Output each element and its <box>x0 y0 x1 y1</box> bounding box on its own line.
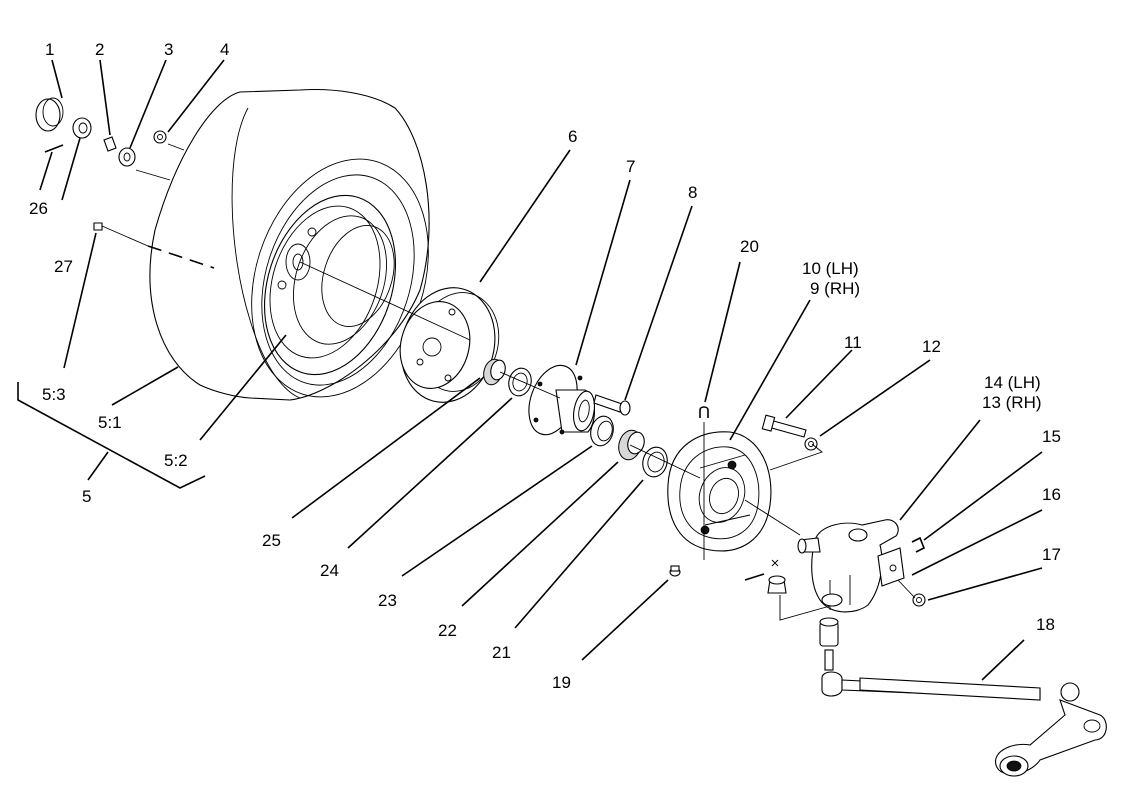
grease-seal-21 <box>642 446 668 478</box>
callout-10-lh: 10 (LH) <box>802 259 859 278</box>
callout-23: 23 <box>378 591 397 610</box>
callout-22: 22 <box>438 621 457 640</box>
callout-5-3: 5:3 <box>42 385 66 404</box>
callout-19: 19 <box>552 673 571 692</box>
callout-4: 4 <box>220 40 229 59</box>
callout-17: 17 <box>1042 545 1061 564</box>
nut-12 <box>804 437 818 451</box>
nut-2 <box>103 136 117 152</box>
castle-nut <box>767 575 787 594</box>
callout-21: 21 <box>492 643 511 662</box>
tie-rod-bolt <box>824 649 834 671</box>
callout-25: 25 <box>262 531 281 550</box>
wheel-rim <box>263 194 397 376</box>
brake-backing-plate <box>667 431 772 552</box>
washer-3 <box>118 147 136 167</box>
callout-11: 11 <box>844 333 862 352</box>
bracket-16 <box>877 547 905 587</box>
bearing-cup-24 <box>508 367 532 397</box>
bushing <box>819 617 839 647</box>
assembly-axis-lines <box>135 143 916 621</box>
nut-17 <box>912 593 926 607</box>
callout-5: 5 <box>82 487 91 506</box>
brake-drum <box>399 287 500 403</box>
clip-20 <box>699 406 709 560</box>
lug-nut-4 <box>153 130 167 144</box>
cotter-pin <box>744 559 779 581</box>
leader-lines <box>17 59 1043 681</box>
bearing-cup-23 <box>590 415 614 447</box>
clip-15 <box>911 536 926 553</box>
callout-1: 1 <box>45 40 54 59</box>
stud-bolt <box>593 394 631 416</box>
callout-16: 16 <box>1042 485 1061 504</box>
callout-labels: 1 2 3 4 26 27 5:3 5:1 5:2 5 6 7 8 20 10 … <box>29 40 1061 692</box>
callout-20: 20 <box>740 237 759 256</box>
callout-2: 2 <box>95 40 104 59</box>
callout-18: 18 <box>1036 615 1055 634</box>
castle-nut-27 <box>72 117 92 139</box>
tie-rod <box>821 671 1080 702</box>
callout-5-2: 5:2 <box>164 451 188 470</box>
hub-cap-1 <box>35 97 64 132</box>
callout-3: 3 <box>164 40 173 59</box>
callout-9-rh: 9 (RH) <box>810 279 860 298</box>
callout-8: 8 <box>688 183 697 202</box>
steering-arm <box>995 699 1107 777</box>
grease-fitting-19 <box>669 565 681 577</box>
bolt-11 <box>761 414 807 438</box>
callout-5-1: 5:1 <box>98 413 122 432</box>
roller-bearing-25 <box>483 358 506 386</box>
valve-stem-5-3 <box>93 222 149 247</box>
callout-15: 15 <box>1042 427 1061 446</box>
callout-26: 26 <box>29 199 48 218</box>
cotter-pin-26 <box>44 144 64 153</box>
callout-14-lh: 14 (LH) <box>984 373 1041 392</box>
spindle <box>797 519 899 613</box>
callout-7: 7 <box>626 157 635 176</box>
callout-27: 27 <box>54 257 73 276</box>
callout-6: 6 <box>568 127 577 146</box>
wheel-hub <box>528 364 595 436</box>
callout-13-rh: 13 (RH) <box>982 393 1042 412</box>
callout-12: 12 <box>922 337 941 356</box>
callout-24: 24 <box>320 561 339 580</box>
